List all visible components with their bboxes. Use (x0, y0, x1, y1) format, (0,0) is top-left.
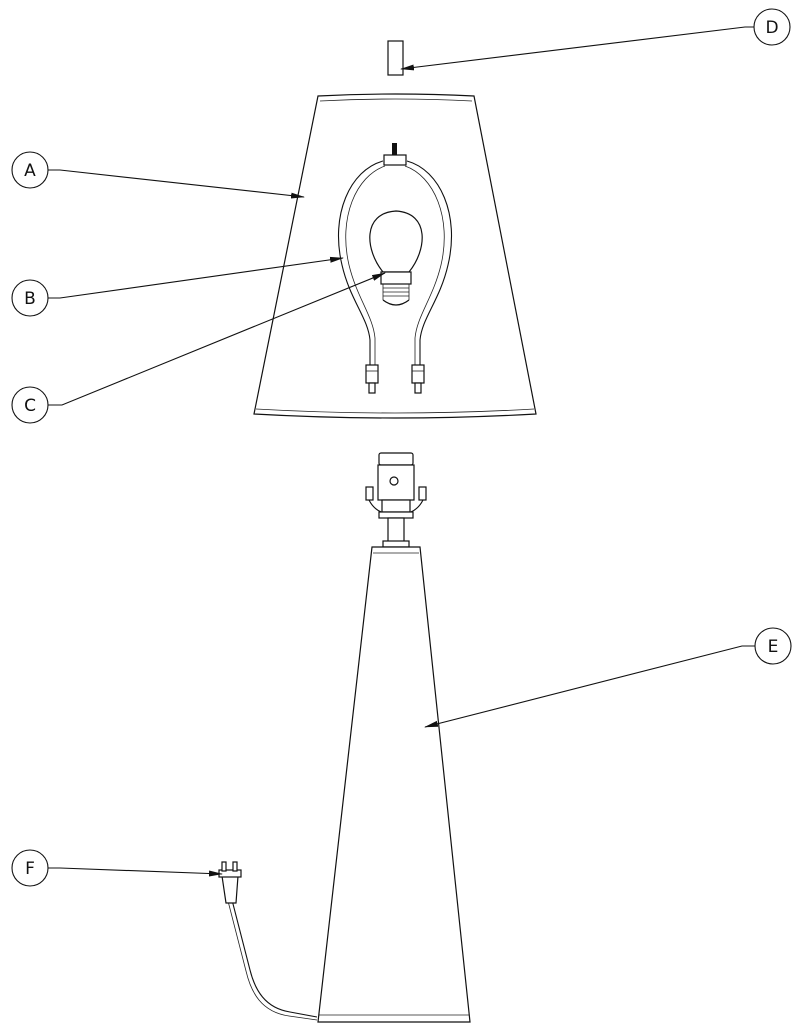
callout-e-label: E (768, 637, 779, 657)
callout-f-label: F (25, 859, 35, 879)
power-plug (218, 861, 242, 904)
callout-c: C (11, 386, 49, 424)
socket (365, 452, 427, 548)
light-bulb (369, 210, 423, 306)
callout-e: E (754, 627, 792, 665)
callout-a: A (11, 151, 49, 189)
leader-lines (48, 26, 755, 877)
harp (338, 143, 452, 394)
power-cord (227, 899, 318, 1021)
finial (387, 40, 404, 76)
callout-a-label: A (24, 161, 36, 181)
callout-b-label: B (24, 289, 36, 309)
callout-f: F (11, 849, 49, 887)
callout-d-label: D (765, 18, 778, 38)
lamp-base (317, 546, 471, 1023)
callout-b: B (11, 279, 49, 317)
callout-d: D (753, 8, 791, 46)
callout-c-label: C (24, 396, 36, 416)
